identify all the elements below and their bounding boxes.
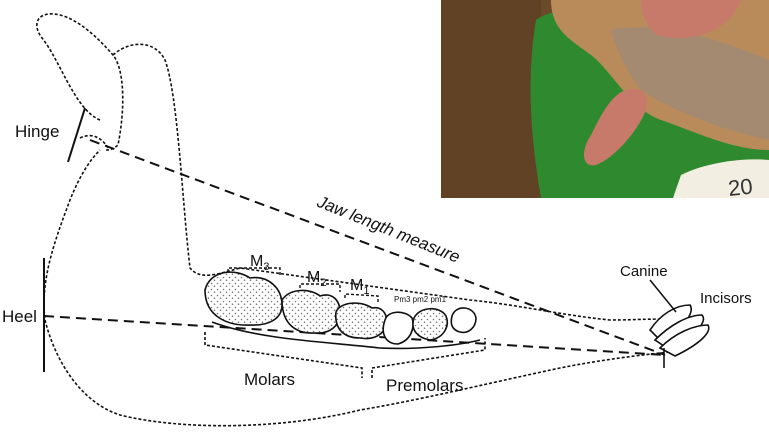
hinge-label: Hinge bbox=[15, 122, 59, 141]
heel-label: Heel bbox=[2, 307, 37, 326]
molars-label: Molars bbox=[244, 370, 295, 389]
incisors-label: Incisors bbox=[700, 290, 752, 307]
molar-m1 bbox=[336, 303, 387, 338]
front-teeth bbox=[650, 305, 709, 356]
m2-label: M2 bbox=[307, 269, 326, 289]
hinge-tick bbox=[68, 108, 85, 162]
molar-m3 bbox=[205, 272, 282, 325]
m1-bracket bbox=[345, 294, 378, 304]
jaw-length-label: Jaw length measure bbox=[314, 192, 463, 267]
canine-pointer bbox=[650, 280, 676, 312]
premolar-small-label: Pm3 pm2 pm1 bbox=[394, 295, 447, 304]
premolar-pm2 bbox=[413, 309, 447, 340]
m3-subscript: 3 bbox=[263, 261, 269, 273]
premolars-bracket bbox=[372, 338, 485, 378]
m2-subscript: 2 bbox=[320, 277, 326, 289]
specimen-photo: 20 bbox=[441, 0, 769, 198]
m3-letter: M bbox=[250, 253, 263, 270]
canine-label: Canine bbox=[620, 263, 668, 280]
photo-tag-text: 20 bbox=[727, 174, 754, 198]
m2-letter: M bbox=[307, 269, 320, 286]
m1-subscript: 1 bbox=[363, 285, 369, 297]
m1-letter: M bbox=[350, 277, 363, 294]
premolar-pm1 bbox=[451, 308, 476, 332]
molar-m2 bbox=[282, 290, 340, 333]
photo-soil-shade bbox=[441, 0, 541, 198]
premolar-pm3 bbox=[383, 312, 413, 344]
premolars-label: Premolars bbox=[386, 376, 463, 395]
tooth-row bbox=[205, 272, 480, 348]
